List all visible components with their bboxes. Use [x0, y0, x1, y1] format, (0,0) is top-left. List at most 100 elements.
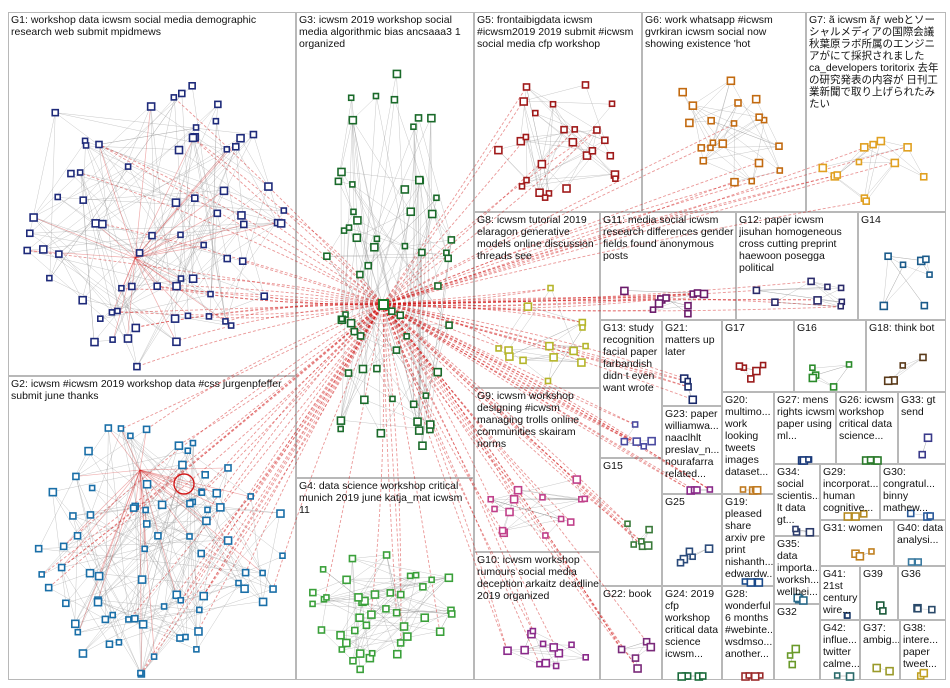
- node-g1: [213, 209, 222, 218]
- node-g1: [135, 249, 144, 257]
- cluster-frame-g3: [296, 12, 474, 478]
- node-g2: [104, 424, 113, 432]
- node-g3: [348, 115, 358, 125]
- cluster-frame-g19: [722, 494, 774, 586]
- hub-edge-g1: [121, 257, 136, 289]
- cross-edge: [117, 303, 384, 316]
- node-g3: [347, 94, 355, 102]
- node-g8: [569, 346, 578, 356]
- edge-g3: [407, 324, 450, 338]
- cross-edge: [382, 303, 629, 525]
- node-g1: [184, 312, 192, 320]
- edge-g5: [541, 104, 554, 164]
- edge-g4: [339, 634, 373, 654]
- edge-g3: [340, 171, 422, 182]
- node-g9: [572, 475, 582, 484]
- node-g1: [55, 250, 63, 258]
- edge-g9: [491, 499, 547, 537]
- node-g2: [198, 489, 206, 497]
- edge-g12: [774, 281, 812, 303]
- edge-g4: [386, 554, 404, 627]
- edge-g1: [216, 121, 243, 262]
- node-g4: [386, 589, 395, 597]
- node-g2: [101, 615, 110, 624]
- node-g42: [833, 672, 841, 679]
- cross-edge: [284, 210, 384, 305]
- edge-g1: [121, 288, 138, 367]
- edge-g4: [324, 599, 360, 618]
- node-g3: [433, 367, 443, 377]
- node-g7: [903, 143, 912, 152]
- edge-g4: [326, 576, 411, 599]
- node-g7: [833, 171, 842, 179]
- edge-g3: [352, 184, 438, 372]
- node-g10: [582, 654, 590, 661]
- node-g41: [844, 612, 851, 619]
- edge-g2: [262, 513, 281, 602]
- node-g4: [370, 590, 380, 599]
- node-g9: [505, 507, 514, 517]
- node-g16: [808, 373, 818, 383]
- edge-g14: [903, 265, 931, 276]
- edge-g2: [112, 615, 142, 675]
- edge-g2: [128, 619, 181, 639]
- node-g18: [899, 362, 907, 369]
- edge-g1: [58, 197, 227, 323]
- node-g1: [109, 336, 116, 343]
- node-g5: [562, 184, 571, 193]
- cluster-frame-g13: [600, 320, 662, 458]
- edge-g3: [352, 119, 378, 369]
- node-g2: [74, 628, 82, 636]
- node-g2: [197, 549, 205, 558]
- edge-g10: [506, 650, 541, 665]
- node-g10: [539, 640, 547, 648]
- node-g2: [194, 627, 203, 636]
- edge-g7: [906, 146, 924, 177]
- edge-g1: [192, 198, 196, 279]
- node-g16: [829, 383, 838, 391]
- edge-g14: [883, 259, 927, 306]
- edge-g2: [250, 496, 263, 602]
- cross-edge: [178, 303, 384, 446]
- edge-g10: [507, 649, 587, 659]
- edge-g5: [565, 140, 606, 189]
- edge-g1: [193, 136, 227, 322]
- node-g27: [805, 456, 812, 463]
- edge-g2: [157, 535, 199, 632]
- edge-g3: [413, 371, 438, 405]
- cross-edge: [382, 144, 874, 305]
- hub-edge-g1: [134, 257, 177, 342]
- edge-g16: [812, 364, 850, 369]
- hub-edge-g1: [134, 105, 152, 259]
- node-g2: [196, 606, 203, 614]
- node-g39: [879, 607, 887, 615]
- node-g3: [400, 185, 410, 194]
- edge-g7: [834, 175, 865, 199]
- edge-g2: [141, 595, 204, 675]
- edge-g6: [734, 123, 780, 147]
- node-g2: [59, 542, 68, 551]
- hub-edge-g1: [134, 257, 182, 280]
- node-g4: [342, 575, 351, 585]
- edge-g3: [377, 99, 395, 240]
- edge-g2: [65, 464, 183, 604]
- node-g1: [171, 198, 181, 207]
- node-g13: [640, 443, 648, 450]
- node-g8: [549, 353, 558, 362]
- cross-edge: [382, 303, 544, 499]
- edge-g3: [354, 310, 392, 332]
- edge-g2: [97, 601, 142, 674]
- node-g1: [26, 229, 34, 238]
- cross-edge: [382, 146, 908, 305]
- edge-g9: [491, 499, 562, 520]
- node-g6: [730, 177, 739, 187]
- node-g1: [98, 219, 107, 229]
- edge-g3: [352, 119, 418, 422]
- node-g6: [685, 118, 694, 128]
- node-g5: [519, 97, 529, 106]
- node-g17: [752, 366, 761, 376]
- node-g9: [557, 515, 565, 523]
- edge-g7: [865, 140, 881, 202]
- edge-g4: [312, 579, 347, 593]
- edge-g3: [350, 322, 450, 326]
